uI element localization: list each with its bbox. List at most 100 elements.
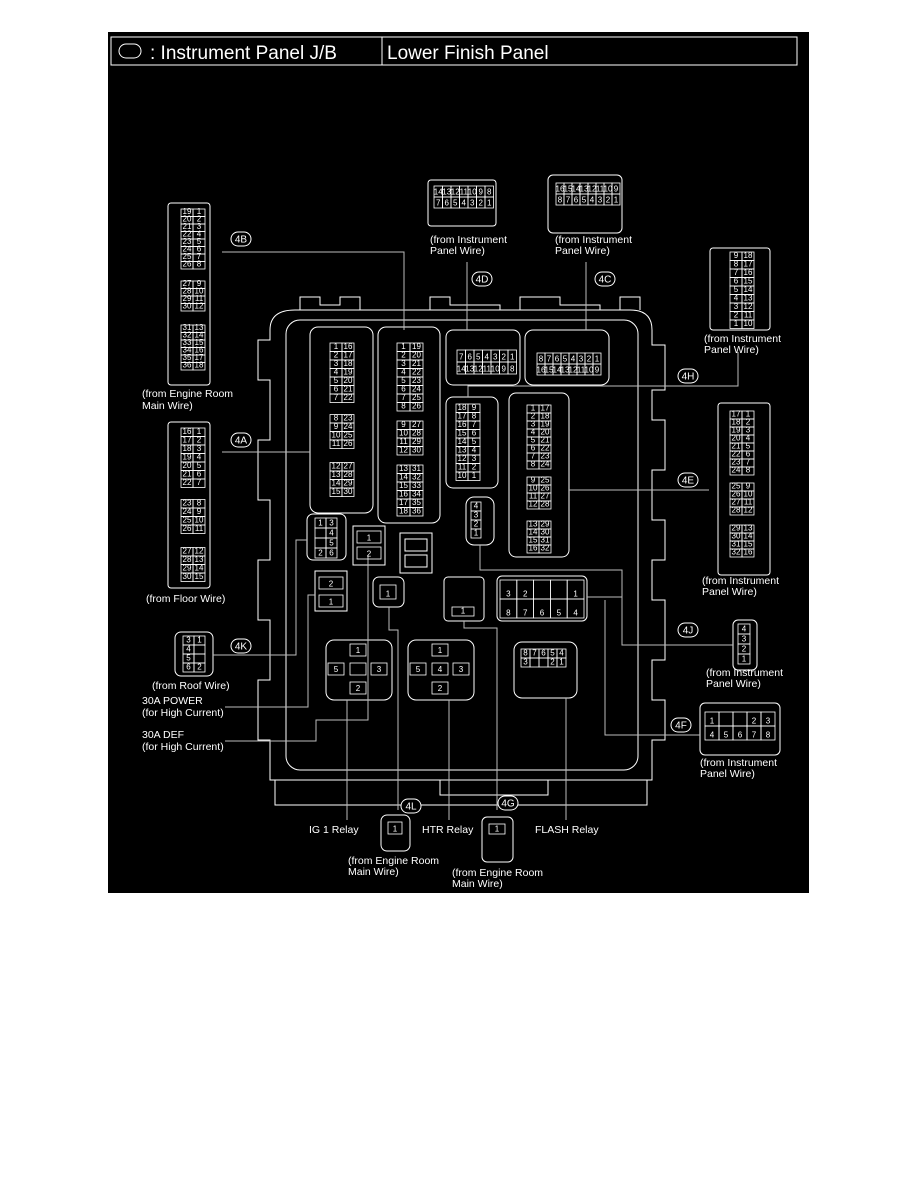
pin-number: 5 <box>186 654 191 663</box>
pin-number: 8 <box>197 260 202 269</box>
source-4j-line1: (from Instrument <box>706 667 783 679</box>
pin-number: 30 <box>344 487 353 496</box>
pin-number: 6 <box>574 196 579 205</box>
pin-number: 24 <box>541 460 550 469</box>
pin-cell <box>341 439 355 449</box>
pin-number: 8 <box>523 649 528 658</box>
pin-number: 6 <box>734 277 739 286</box>
source-4g-line2: Main Wire) <box>452 878 503 890</box>
pin-number: 11 <box>195 524 204 533</box>
pin-cell <box>592 363 602 376</box>
pin-number: 16 <box>744 268 753 277</box>
relay-terminal <box>431 662 449 676</box>
pin-number: 14 <box>332 479 341 488</box>
pin-cell <box>192 478 206 488</box>
pin-number: 1 <box>559 658 564 667</box>
pin-number: 2 <box>438 684 443 693</box>
pin-number: 5 <box>334 376 339 385</box>
jb-socket-4h <box>445 396 499 489</box>
pin-number: 25 <box>183 252 192 261</box>
pin-number: 30 <box>541 528 550 537</box>
pin-number: 14 <box>553 366 562 375</box>
pin-number: 8 <box>531 460 536 469</box>
pin-number: 1 <box>474 529 479 538</box>
pin-number: 4 <box>571 355 576 364</box>
pin-number: 17 <box>344 351 353 360</box>
pin-number: 25 <box>344 431 353 440</box>
pin-cell <box>737 653 751 665</box>
pin-number: 6 <box>468 353 473 362</box>
pin-number: 1 <box>487 199 492 208</box>
pin-number: 3 <box>377 665 382 674</box>
pin-number: 2 <box>734 311 739 320</box>
pin-number: 8 <box>734 260 739 269</box>
pin-number: 13 <box>529 520 538 529</box>
pin-number: 2 <box>479 199 484 208</box>
connector-code-text: 4J <box>683 626 694 637</box>
connector-code-4g: 4G <box>497 795 519 811</box>
pin-number: 32 <box>541 544 550 553</box>
source-4c-line1: (from Instrument <box>555 234 632 246</box>
pin-number: 9 <box>614 185 619 194</box>
pin-number: 1 <box>197 427 202 436</box>
pin-number: 6 <box>186 663 191 672</box>
pin-number: 6 <box>541 649 546 658</box>
pin-number: 7 <box>531 452 536 461</box>
pin-number: 4 <box>734 294 739 303</box>
pin-number: 9 <box>197 279 202 288</box>
pin-cell <box>341 393 355 403</box>
pin-number: 12 <box>744 506 753 515</box>
connector-4g-housing <box>481 816 514 863</box>
pin-number: 2 <box>587 355 592 364</box>
pin-number: 5 <box>746 442 751 451</box>
pin-number: 7 <box>523 609 528 618</box>
pin-number: 22 <box>183 230 192 239</box>
pin-number: 23 <box>541 452 550 461</box>
htr-relay-label: HTR Relay <box>422 824 474 836</box>
pin-number: 18 <box>732 418 741 427</box>
pin-number: 1 <box>710 717 715 726</box>
pin-cell <box>470 528 482 539</box>
pin-number: 31 <box>183 323 192 332</box>
pin-number: 3 <box>401 359 406 368</box>
pin-number: 5 <box>472 437 477 446</box>
pin-number: 4 <box>334 368 339 377</box>
pin-number: 4 <box>197 453 202 462</box>
pin-number: 1 <box>614 196 619 205</box>
pin-number: 1 <box>386 590 391 599</box>
pin-number: 1 <box>393 825 398 834</box>
pin-number: 13 <box>442 188 451 197</box>
pin-cell <box>741 319 755 329</box>
flash-relay-label: FLASH Relay <box>535 824 599 836</box>
pin-number: 26 <box>183 524 192 533</box>
pin-number: 2 <box>367 550 372 559</box>
pin-number: 26 <box>732 490 741 499</box>
pin-number: 5 <box>724 731 729 740</box>
pin-number: 1 <box>401 342 406 351</box>
pin-number: 16 <box>399 490 408 499</box>
fuse-power-note: (for High Current) <box>142 707 224 719</box>
pin-number: 2 <box>472 463 477 472</box>
pin-number: 2 <box>550 658 555 667</box>
pin-number: 23 <box>412 376 421 385</box>
pin-cell <box>484 196 494 209</box>
pin-number: 15 <box>458 429 467 438</box>
pin-number: 28 <box>183 555 192 564</box>
pin-number: 5 <box>550 649 555 658</box>
pin-number: 6 <box>472 429 477 438</box>
pin-number: 8 <box>401 402 406 411</box>
jb-4l-pins: 1 <box>379 584 397 600</box>
pin-number: 14 <box>572 185 581 194</box>
pin-number: 1 <box>356 646 361 655</box>
pin-number: 15 <box>744 277 753 286</box>
pin-cell <box>538 500 552 510</box>
pin-number: 14 <box>399 473 408 482</box>
source-4d-line1: (from Instrument <box>430 234 507 246</box>
pin-number: 35 <box>183 353 192 362</box>
connector-4a-housing <box>167 421 211 589</box>
pin-number: 32 <box>732 548 741 557</box>
pin-number: 7 <box>547 355 552 364</box>
